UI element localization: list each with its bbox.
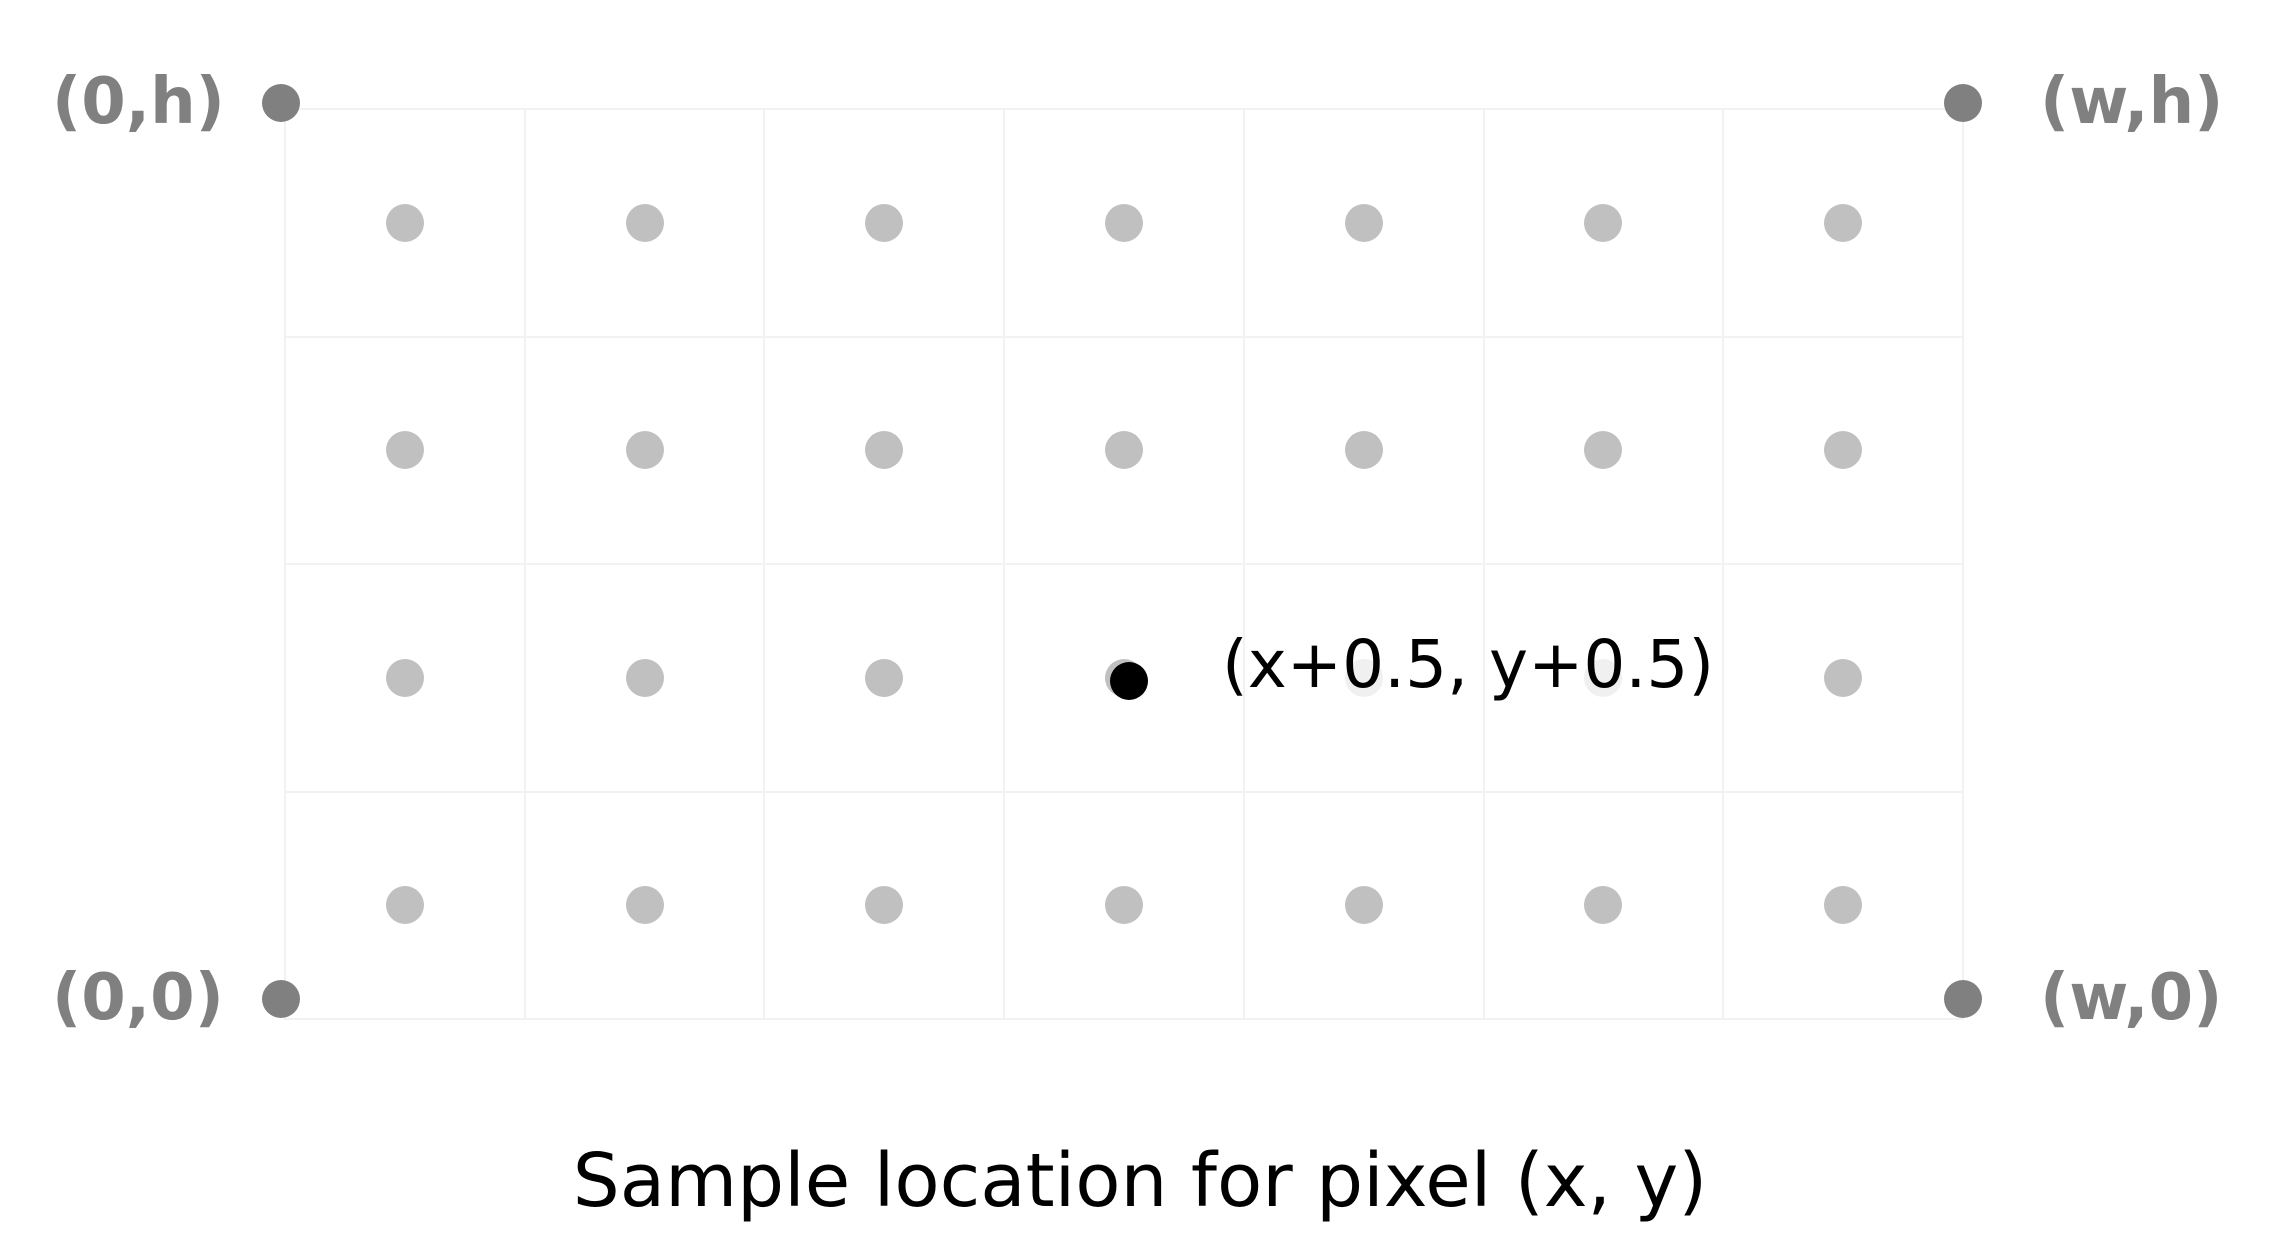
pixel-cell (525, 565, 766, 793)
pixel-cell (1005, 792, 1245, 1020)
sample-dot (865, 886, 904, 925)
pixel-cell (765, 337, 1006, 565)
sample-dot (1824, 431, 1863, 470)
pixel-cell (286, 565, 526, 793)
sample-dot (1344, 658, 1383, 697)
sample-dot (1104, 203, 1143, 242)
pixel-cell (765, 565, 1006, 793)
sample-dot (385, 658, 424, 697)
sample-dot (1584, 658, 1623, 697)
sample-dot (1824, 886, 1863, 925)
pixel-cell (286, 337, 526, 565)
pixel-cell (286, 792, 526, 1020)
sample-dot (1104, 886, 1143, 925)
pixel-cell (1484, 110, 1725, 338)
sample-coordinate-label: (x+0.5, y+0.5) (1222, 626, 1715, 703)
sample-dot (625, 886, 664, 925)
sample-dot (865, 431, 904, 470)
pixel-cell (765, 110, 1006, 338)
sample-dot (1344, 431, 1383, 470)
sample-dot (1584, 203, 1623, 242)
sample-dot (625, 658, 664, 697)
pixel-cell (1724, 337, 1964, 565)
pixel-grid (284, 108, 1964, 1020)
corner-label-bottom-right: (w,0) (2040, 961, 2223, 1035)
pixel-cell (1244, 337, 1485, 565)
sample-dot (1824, 658, 1863, 697)
corner-dot-bottom-right (1944, 980, 1982, 1018)
highlighted-sample-dot (1110, 662, 1148, 700)
pixel-cell (1724, 110, 1964, 338)
sample-dot (1824, 203, 1863, 242)
pixel-cell (1484, 337, 1725, 565)
corner-label-bottom-left: (0,0) (52, 961, 224, 1035)
sample-dot (385, 203, 424, 242)
sample-dot (865, 658, 904, 697)
sample-dot (625, 203, 664, 242)
sample-dot (625, 431, 664, 470)
pixel-cell (1484, 792, 1725, 1020)
sample-dot (1104, 431, 1143, 470)
pixel-cell (525, 792, 766, 1020)
pixel-cell (1005, 337, 1245, 565)
pixel-cell (1484, 565, 1725, 793)
pixel-cell (765, 792, 1006, 1020)
sample-dot (865, 203, 904, 242)
pixel-cell (1244, 110, 1485, 338)
pixel-cell (525, 337, 766, 565)
pixel-cell (1005, 110, 1245, 338)
sample-dot (385, 431, 424, 470)
pixel-cell (525, 110, 766, 338)
pixel-cell (1244, 792, 1485, 1020)
corner-dot-bottom-left (262, 980, 300, 1018)
pixel-cell (1724, 565, 1964, 793)
sample-dot (1344, 203, 1383, 242)
sample-dot (1584, 431, 1623, 470)
pixel-cell (286, 110, 526, 338)
diagram-caption: Sample location for pixel (x, y) (572, 1138, 1708, 1224)
corner-label-top-left: (0,h) (52, 65, 225, 139)
pixel-cell (1724, 792, 1964, 1020)
sample-dot (1584, 886, 1623, 925)
corner-dot-top-left (262, 84, 300, 122)
corner-label-top-right: (w,h) (2040, 65, 2224, 139)
sample-dot (385, 886, 424, 925)
pixel-cell (1244, 565, 1485, 793)
corner-dot-top-right (1944, 84, 1982, 122)
sample-dot (1344, 886, 1383, 925)
